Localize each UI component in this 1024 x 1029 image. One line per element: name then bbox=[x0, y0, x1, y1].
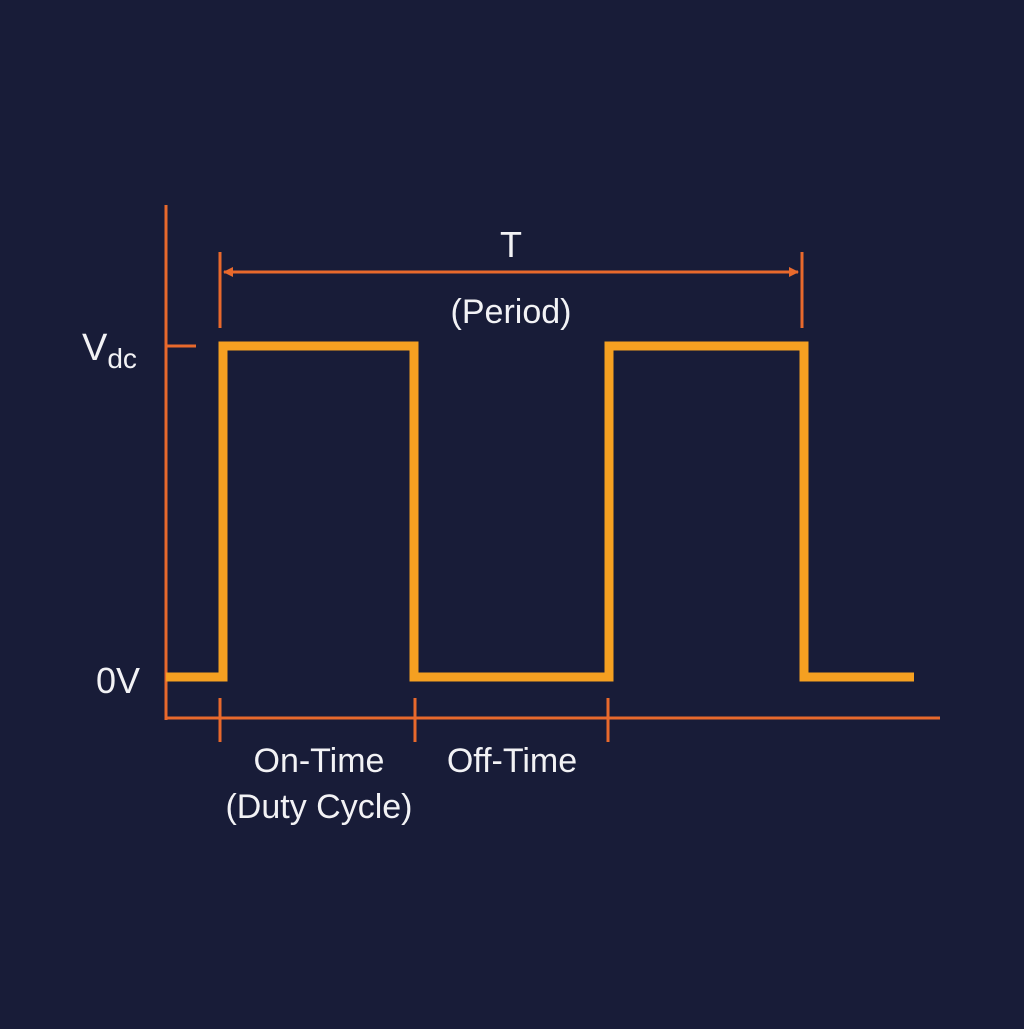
vdc-label-sub: dc bbox=[107, 343, 137, 374]
vdc-label-base: V bbox=[82, 327, 108, 369]
zero-volt-label: 0V bbox=[96, 660, 140, 701]
period-label: (Period) bbox=[451, 293, 572, 331]
duty-cycle-label: (Duty Cycle) bbox=[225, 788, 412, 826]
period-symbol: T bbox=[500, 224, 522, 265]
on-time-label: On-Time bbox=[254, 742, 385, 780]
vdc-label: Vdc bbox=[82, 327, 137, 374]
pwm-signal bbox=[166, 341, 914, 682]
off-time-label: Off-Time bbox=[447, 742, 577, 780]
